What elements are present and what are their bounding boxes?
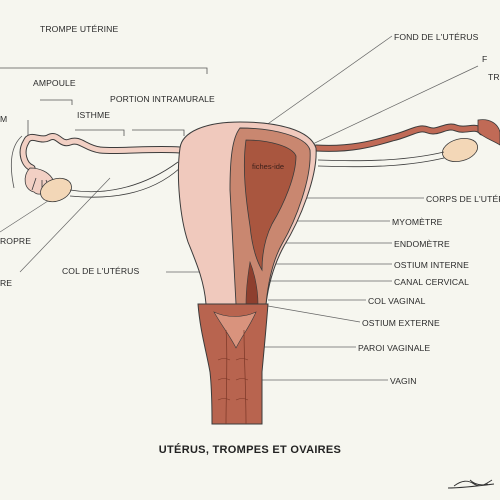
- label-isthme: ISTHME: [77, 110, 111, 120]
- label-right-tr: TR: [488, 72, 500, 82]
- trompe-bracket: [0, 67, 208, 74]
- ampoule-bracket: [40, 99, 73, 105]
- label-left-ropre: ROPRE: [0, 236, 32, 246]
- right-ovary: [317, 137, 479, 168]
- label-trompe-uterine: TROMPE UTÉRINE: [40, 24, 119, 34]
- label-ostium-externe: OSTIUM EXTERNE: [362, 318, 440, 328]
- label-fond-uterus: FOND DE L'UTÉRUS: [394, 32, 479, 42]
- vagina: [197, 303, 269, 425]
- label-left-m: M: [0, 114, 8, 124]
- label-col-vaginal: COL VAGINAL: [368, 296, 426, 306]
- label-brackets: [0, 67, 208, 189]
- signature: [447, 479, 495, 489]
- label-canal-cervical: CANAL CERVICAL: [394, 277, 469, 287]
- label-endometre: ENDOMÈTRE: [394, 239, 450, 249]
- leader-lines: [0, 35, 479, 381]
- label-left-re: RE: [0, 278, 13, 288]
- label-portion-intramurale: PORTION INTRAMURALE: [110, 94, 215, 104]
- left-fallopian-tube: [19, 133, 184, 172]
- intramurale-bracket: [132, 129, 185, 136]
- left-ovary: [40, 161, 181, 203]
- label-corps-uterus: CORPS DE L'UTÉR: [426, 194, 500, 204]
- leader-fond: [261, 35, 393, 129]
- watermark: fiches-ide: [252, 162, 285, 171]
- figure-title: UTÉRUS, TROMPES ET OVAIRES: [158, 444, 342, 456]
- right-fallopian-tube: [312, 119, 500, 152]
- label-right-f: F: [482, 54, 488, 64]
- label-ostium-interne: OSTIUM INTERNE: [394, 260, 469, 270]
- label-paroi-vaginale: PAROI VAGINALE: [358, 343, 431, 353]
- left-fimbria-bracket: [10, 135, 23, 189]
- isthme-bracket: [75, 129, 125, 136]
- label-ampoule: AMPOULE: [33, 78, 76, 88]
- label-myometre: MYOMÈTRE: [392, 217, 443, 227]
- label-vagin: VAGIN: [390, 376, 417, 386]
- endometrium-cavity: [243, 139, 297, 272]
- label-col-uterus: COL DE L'UTÉRUS: [62, 266, 140, 276]
